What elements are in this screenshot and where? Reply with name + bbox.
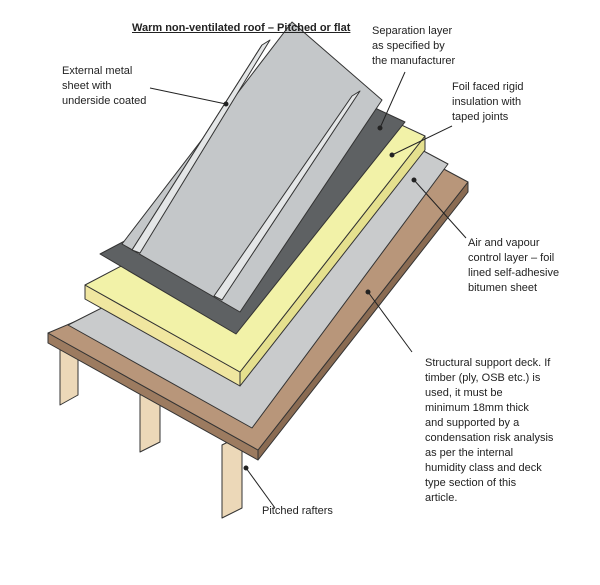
label-structural-deck: Structural support deck. If timber (ply,… [425,357,554,504]
label-insulation: Foil faced rigid insulation with taped j… [452,81,524,123]
label-metal-sheet: External metal sheet with underside coat… [62,65,147,107]
metal-sheet [121,21,383,313]
label-pitched-rafters: Pitched rafters [262,505,333,517]
diagram-title: Warm non-ventilated roof – Pitched or fl… [132,22,351,34]
label-avcl: Air and vapour control layer – foil line… [468,237,560,294]
label-separation-layer: Separation layer as specified by the man… [372,25,456,67]
